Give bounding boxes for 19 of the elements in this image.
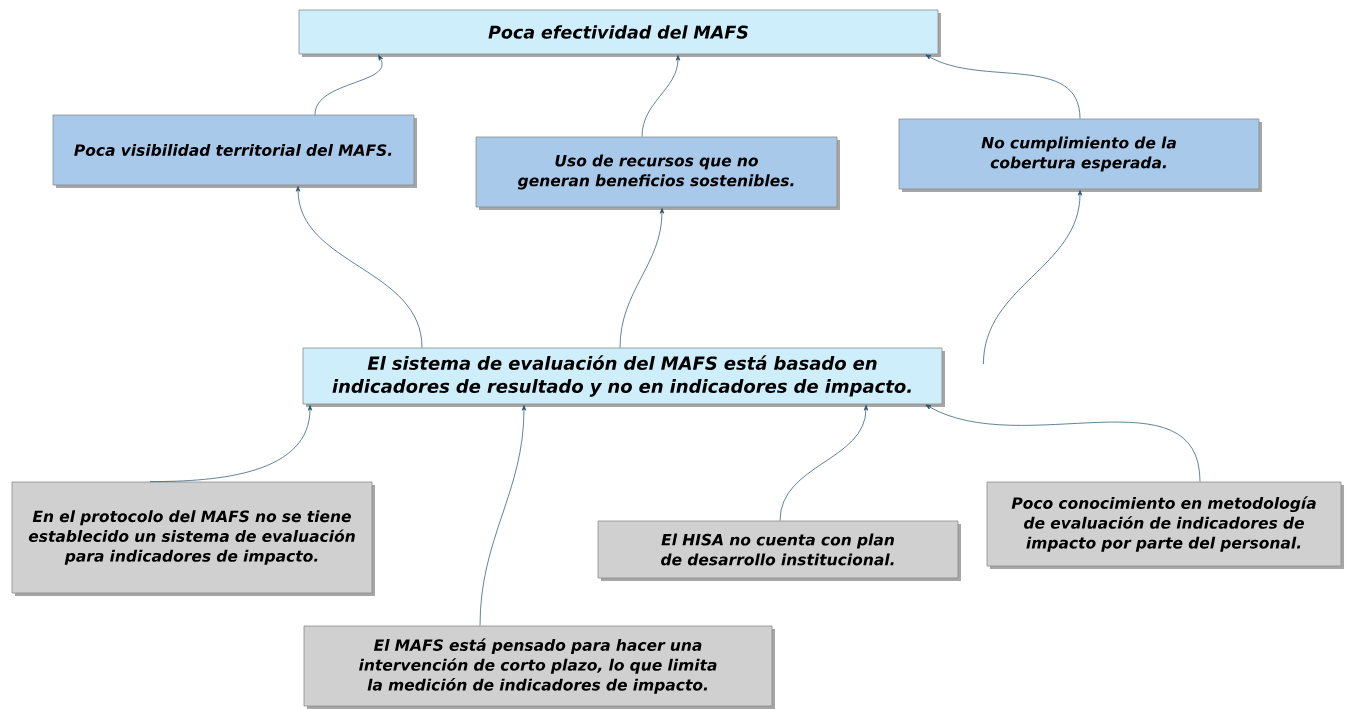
- arrow: [925, 54, 1081, 119]
- arrow: [779, 405, 869, 521]
- text-box: Poca efectividad del MAFS: [298, 9, 939, 55]
- arrow: [619, 208, 665, 348]
- text-box: El HISA no cuenta con plan de desarrollo institucional.: [597, 520, 959, 579]
- arrow: [925, 404, 1201, 482]
- arrow: [641, 55, 681, 137]
- text-box: En el protocolo del MAFS no se tiene establecido un sistema de evaluación para indicadores de impacto.: [11, 481, 373, 594]
- arrow: [149, 405, 313, 482]
- text-box: Poca visibilidad territorial del MAFS.: [52, 114, 415, 186]
- arrow: [295, 186, 423, 348]
- arrow: [983, 190, 1083, 365]
- text-box: El sistema de evaluación del MAFS está basado en indicadores de resultado y no en indicadores de impacto.: [302, 347, 943, 405]
- text-box: No cumplimiento de la cobertura esperada.: [898, 118, 1260, 190]
- text-box: Poco conocimiento en metodología de evaluación de indicadores de impacto por parte del personal.: [986, 481, 1342, 567]
- text-box: El MAFS está pensado para hacer una intervención de corto plazo, lo que limita la medición de indicadores de impacto.: [303, 625, 773, 707]
- text-box: Uso de recursos que no generan beneficios sostenibles.: [475, 136, 838, 208]
- arrow: [314, 54, 383, 115]
- arrow: [479, 405, 527, 626]
